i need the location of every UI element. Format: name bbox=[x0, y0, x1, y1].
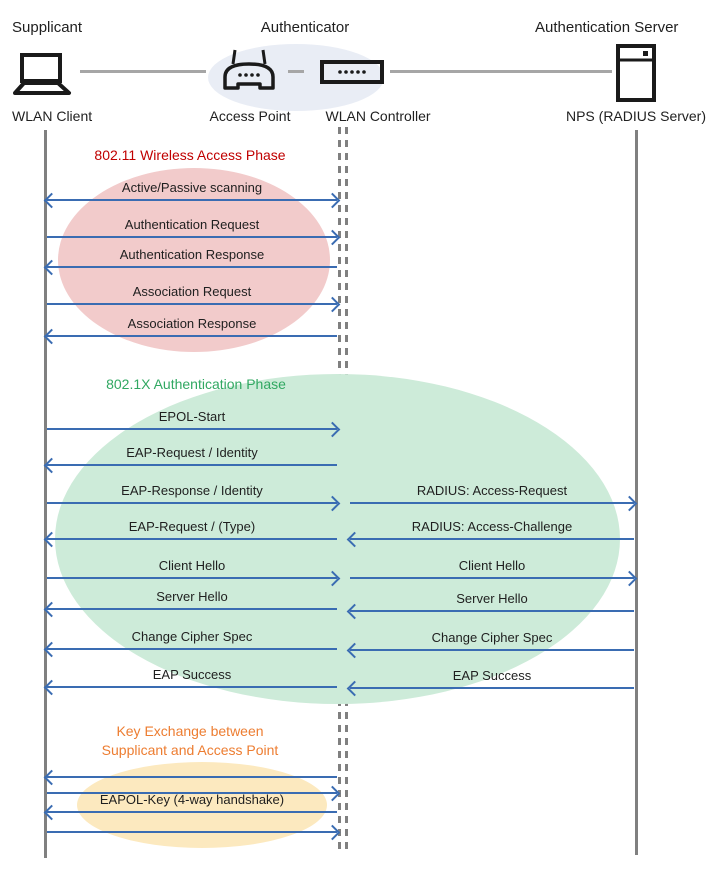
message-arrow bbox=[47, 236, 337, 238]
message-label: EAP Success bbox=[452, 668, 532, 683]
message-label: Change Cipher Spec bbox=[431, 630, 553, 645]
link-controller-server bbox=[390, 70, 612, 73]
message-label: Active/Passive scanning bbox=[121, 180, 263, 195]
message-arrow bbox=[47, 464, 337, 466]
message-arrow bbox=[47, 502, 337, 504]
phase-title-key-exchange-line2: Supplicant and Access Point bbox=[101, 742, 279, 758]
message-arrow bbox=[47, 792, 337, 794]
lifeline-nps-server bbox=[635, 130, 638, 855]
message-label: RADIUS: Access-Request bbox=[416, 483, 568, 498]
message-arrow bbox=[47, 776, 337, 778]
message-label: Authentication Request bbox=[124, 217, 260, 232]
message-label: Authentication Response bbox=[119, 247, 265, 262]
message-label: Server Hello bbox=[156, 589, 228, 604]
authenticator-group-ellipse bbox=[208, 44, 384, 111]
wlan-controller-icon bbox=[320, 60, 384, 89]
node-label-nps-radius-server: NPS (RADIUS Server) bbox=[565, 108, 707, 124]
phase-title-key-exchange: Key Exchange between Supplicant and Acce… bbox=[60, 722, 320, 760]
message-label: Server Hello bbox=[456, 591, 528, 606]
phase-title-key-exchange-line1: Key Exchange between bbox=[116, 723, 264, 739]
message-label: EAP-Response / Identity bbox=[121, 483, 263, 498]
message-arrow bbox=[350, 538, 634, 540]
message-arrow bbox=[47, 831, 337, 833]
message-arrow bbox=[350, 610, 634, 612]
message-arrow bbox=[47, 538, 337, 540]
message-label: EAPOL-Key (4-way handshake) bbox=[99, 792, 285, 807]
message-arrow bbox=[47, 303, 337, 305]
message-arrow bbox=[350, 649, 634, 651]
message-label: EAP Success bbox=[152, 667, 232, 682]
link-client-ap bbox=[80, 70, 206, 73]
message-label: EAP-Request / Identity bbox=[126, 445, 258, 460]
message-label: Client Hello bbox=[158, 558, 226, 573]
phase-802-11-ellipse bbox=[58, 168, 330, 352]
message-arrow bbox=[47, 199, 337, 201]
phase-title-802-11: 802.11 Wireless Access Phase bbox=[94, 147, 286, 163]
message-label: Association Request bbox=[132, 284, 252, 299]
role-label-authenticator: Authenticator bbox=[260, 19, 350, 36]
message-arrow bbox=[47, 648, 337, 650]
node-label-access-point: Access Point bbox=[209, 108, 291, 124]
phase-title-802-1x: 802.1X Authentication Phase bbox=[106, 376, 286, 392]
laptop-icon bbox=[12, 52, 72, 102]
message-arrow bbox=[47, 811, 337, 813]
message-arrow bbox=[47, 608, 337, 610]
message-arrow bbox=[350, 687, 634, 689]
role-label-supplicant: Supplicant bbox=[12, 19, 83, 36]
message-arrow bbox=[47, 335, 337, 337]
message-arrow bbox=[47, 266, 337, 268]
server-icon bbox=[616, 44, 656, 107]
message-label: Change Cipher Spec bbox=[131, 629, 253, 644]
link-ap-controller bbox=[288, 70, 304, 73]
message-label: EAP-Request / (Type) bbox=[128, 519, 256, 534]
message-label: RADIUS: Access-Challenge bbox=[411, 519, 573, 534]
message-arrow bbox=[350, 502, 634, 504]
access-point-icon bbox=[218, 48, 280, 103]
role-label-authentication-server: Authentication Server bbox=[535, 19, 679, 36]
message-arrow bbox=[47, 577, 337, 579]
message-label: Association Response bbox=[127, 316, 257, 331]
message-arrow bbox=[47, 686, 337, 688]
node-label-wlan-controller: WLAN Controller bbox=[325, 108, 431, 124]
message-label: Client Hello bbox=[458, 558, 526, 573]
lifeline-wlan-client bbox=[44, 130, 47, 858]
message-arrow bbox=[47, 428, 337, 430]
message-label: EPOL-Start bbox=[158, 409, 226, 424]
message-arrow bbox=[350, 577, 634, 579]
node-label-wlan-client: WLAN Client bbox=[12, 108, 93, 124]
